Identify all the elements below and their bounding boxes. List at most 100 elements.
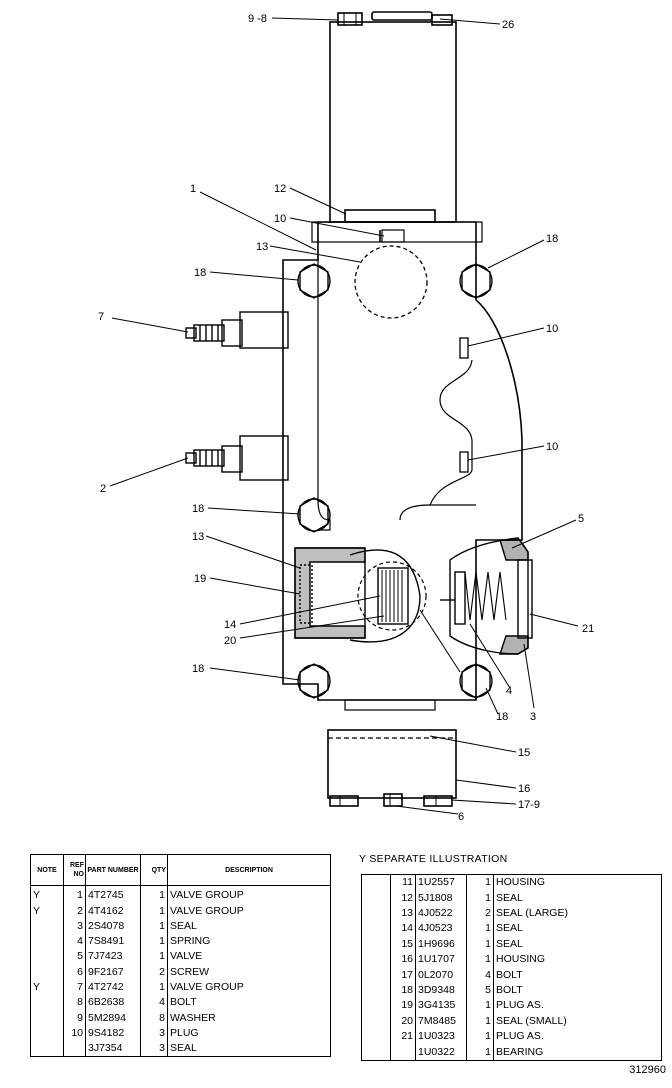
note-cell bbox=[30, 995, 64, 1011]
callout-16: 16 bbox=[518, 783, 530, 795]
header-note: NOTE bbox=[30, 854, 64, 886]
ref-no-cell: 9 bbox=[63, 1010, 86, 1026]
callout-26: 26 bbox=[502, 19, 514, 31]
description-cell: SEAL (SMALL) bbox=[493, 1013, 662, 1029]
ref-no-cell: 11 bbox=[402, 876, 413, 889]
callout-20: 20 bbox=[224, 635, 236, 647]
qty-cell: 2 bbox=[140, 964, 168, 980]
note-cell: Y bbox=[30, 903, 64, 919]
valve-assembly-drawing: 9 -8 26 1 12 10 13 18 18 7 10 10 2 18 13… bbox=[98, 11, 594, 823]
qty-cell: 1 bbox=[466, 1028, 494, 1045]
part-number-cell: 4J0523 bbox=[415, 921, 467, 937]
qty-cell: 4 bbox=[140, 995, 168, 1011]
part-number-cell: 0L2070 bbox=[415, 967, 467, 983]
valve-spring-assembly bbox=[440, 537, 533, 655]
description-cell: SCREW bbox=[170, 965, 210, 978]
note-cell bbox=[361, 874, 391, 891]
part-number-cell: 4J0522 bbox=[415, 905, 467, 922]
note-cell bbox=[30, 949, 64, 965]
callout-1: 1 bbox=[190, 183, 196, 195]
callout-13: 13 bbox=[256, 241, 268, 253]
description-cell: HOUSING bbox=[493, 951, 662, 968]
description-cell: SEAL bbox=[493, 890, 662, 906]
qty-cell: 3 bbox=[140, 1025, 168, 1041]
leader-lines bbox=[109, 17, 579, 815]
ref-no-cell bbox=[63, 1040, 86, 1057]
valve-group-7 bbox=[185, 311, 289, 349]
ref-no-cell: 20 bbox=[401, 1014, 413, 1027]
header-description: DESCRIPTION bbox=[167, 854, 331, 886]
note-cell: Y bbox=[30, 979, 64, 996]
part-number-cell: 7J7423 bbox=[85, 949, 141, 965]
plug-assembly-19 bbox=[294, 547, 427, 643]
part-number-cell: 5M2894 bbox=[85, 1010, 141, 1026]
valve-group-2 bbox=[185, 435, 289, 481]
callout-14: 14 bbox=[224, 619, 236, 631]
ref-no-cell: 12 bbox=[401, 891, 413, 904]
plug-10 bbox=[459, 337, 469, 473]
qty-cell: 8 bbox=[140, 1010, 168, 1026]
header-ref-no: REF NO bbox=[63, 854, 86, 886]
qty-cell: 5 bbox=[466, 982, 494, 999]
description-cell: PLUG bbox=[170, 1026, 199, 1039]
note-cell bbox=[30, 1040, 64, 1057]
callout-17-9: 17-9 bbox=[518, 799, 540, 811]
qty-cell: 4 bbox=[466, 967, 494, 983]
qty-cell: 3 bbox=[140, 1040, 168, 1057]
note-cell bbox=[30, 933, 64, 950]
callout-7: 7 bbox=[98, 311, 104, 323]
description-cell: SEAL bbox=[493, 921, 662, 937]
ref-no-cell: 6 bbox=[63, 964, 86, 980]
ref-no-cell: 21 bbox=[401, 1030, 413, 1043]
description-cell: BOLT bbox=[493, 967, 662, 983]
qty-cell: 1 bbox=[140, 903, 168, 919]
callout-6: 6 bbox=[458, 811, 464, 823]
description-cell: SEAL (LARGE) bbox=[493, 905, 662, 922]
part-number-cell: 4T2745 bbox=[85, 885, 141, 904]
description-cell: VALVE GROUP bbox=[170, 981, 244, 994]
callout-3: 3 bbox=[530, 711, 536, 723]
part-number-cell: 1H9696 bbox=[415, 936, 467, 952]
ref-no-cell: 10 bbox=[63, 1025, 86, 1041]
part-number-cell: 2S4078 bbox=[85, 918, 141, 934]
callout-18: 18 bbox=[546, 233, 558, 245]
part-number-cell: 1U0322 bbox=[415, 1044, 467, 1061]
description-cell: PLUG AS. bbox=[493, 998, 662, 1014]
part-number-cell: 5J1808 bbox=[415, 890, 467, 906]
qty-cell: 1 bbox=[466, 951, 494, 968]
qty-cell: 1 bbox=[140, 949, 168, 965]
description-cell: VALVE bbox=[170, 950, 203, 963]
ref-no-cell: 14 bbox=[401, 922, 413, 935]
description-cell: SEAL bbox=[493, 936, 662, 952]
part-number-cell: 9F2167 bbox=[85, 964, 141, 980]
description-cell: SPRING bbox=[170, 935, 211, 948]
note-cell: Y bbox=[30, 885, 64, 904]
callout-9-8: 9 -8 bbox=[248, 13, 267, 25]
part-number-cell: 1U0323 bbox=[415, 1028, 467, 1045]
header-part-number: PART NUMBER bbox=[85, 854, 141, 886]
part-number-cell: 1U1707 bbox=[415, 951, 467, 968]
callout-21: 21 bbox=[582, 623, 594, 635]
callout-15: 15 bbox=[518, 747, 530, 759]
description-cell: BEARING bbox=[493, 1044, 662, 1061]
qty-cell: 1 bbox=[466, 1013, 494, 1029]
callout-19: 19 bbox=[194, 573, 206, 585]
callout-10: 10 bbox=[546, 323, 558, 335]
part-number-cell: 7M8485 bbox=[415, 1013, 467, 1029]
description-cell: HOUSING bbox=[493, 874, 662, 891]
note-cell bbox=[30, 1010, 64, 1026]
